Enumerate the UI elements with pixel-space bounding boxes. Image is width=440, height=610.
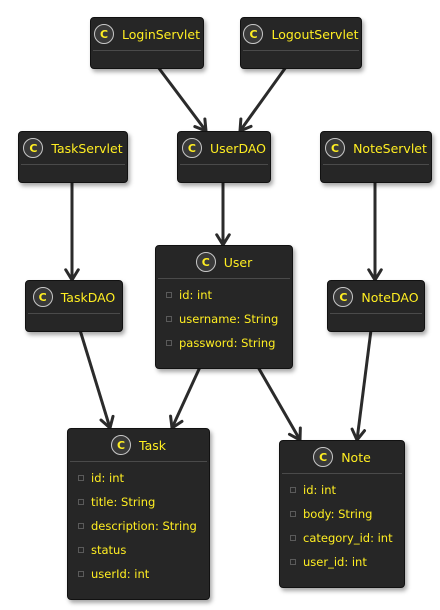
visibility-icon bbox=[78, 475, 84, 481]
class-attribute: password: String bbox=[156, 331, 292, 355]
edge-logout-servlet-to-user-dao bbox=[238, 66, 288, 132]
class-name: UserDAO bbox=[209, 140, 267, 156]
class-stereotype-icon: C bbox=[181, 138, 202, 158]
class-header: C NoteServlet bbox=[321, 132, 431, 164]
class-note-servlet[interactable]: C NoteServlet bbox=[320, 131, 432, 183]
class-fields-divider bbox=[21, 164, 125, 175]
class-name: LogoutServlet bbox=[271, 26, 359, 42]
class-fields-divider bbox=[243, 50, 359, 61]
class-header: C LoginServlet bbox=[91, 18, 203, 50]
edge-login-servlet-to-user-dao bbox=[156, 66, 208, 132]
class-task-servlet[interactable]: C TaskServlet bbox=[18, 131, 128, 183]
class-name: TaskServlet bbox=[51, 140, 123, 156]
class-name: User bbox=[223, 254, 253, 270]
class-stereotype-icon: C bbox=[94, 24, 115, 44]
class-attribute: id: int bbox=[156, 283, 292, 307]
class-stereotype-icon: C bbox=[325, 138, 346, 158]
visibility-icon bbox=[290, 511, 296, 517]
class-attribute: user_id: int bbox=[280, 550, 404, 574]
class-note-dao[interactable]: C NoteDAO bbox=[327, 280, 425, 332]
edge-note-dao-to-note bbox=[355, 329, 373, 441]
class-stereotype-icon: C bbox=[313, 447, 334, 467]
class-attribute: category_id: int bbox=[280, 526, 404, 550]
class-stereotype-icon: C bbox=[32, 287, 53, 307]
class-name: NoteDAO bbox=[361, 289, 419, 305]
class-header: C Task bbox=[68, 429, 209, 461]
class-fields-divider bbox=[180, 164, 268, 175]
class-header: C Note bbox=[280, 441, 404, 473]
class-note[interactable]: C Note id: int body: String category_id:… bbox=[279, 440, 405, 588]
class-user[interactable]: C User id: int username: String password… bbox=[155, 245, 293, 369]
visibility-icon bbox=[78, 499, 84, 505]
visibility-icon bbox=[78, 571, 84, 577]
class-attributes: id: int title: String description: Strin… bbox=[68, 462, 209, 590]
visibility-icon bbox=[290, 535, 296, 541]
class-attribute: id: int bbox=[68, 466, 209, 490]
class-attribute: id: int bbox=[280, 478, 404, 502]
visibility-icon bbox=[166, 316, 172, 322]
class-attribute: status bbox=[68, 538, 209, 562]
class-login-servlet[interactable]: C LoginServlet bbox=[90, 17, 204, 69]
edge-user-to-task bbox=[170, 366, 202, 429]
class-logout-servlet[interactable]: C LogoutServlet bbox=[240, 17, 362, 69]
class-user-dao[interactable]: C UserDAO bbox=[177, 131, 271, 183]
class-header-divider bbox=[70, 461, 207, 462]
edge-task-dao-to-task bbox=[78, 329, 112, 429]
class-header: C UserDAO bbox=[178, 132, 270, 164]
class-fields-divider bbox=[93, 50, 201, 61]
class-fields-divider bbox=[330, 313, 422, 324]
class-stereotype-icon: C bbox=[23, 138, 44, 158]
class-stereotype-icon: C bbox=[111, 435, 131, 455]
visibility-icon bbox=[166, 292, 172, 298]
class-task-dao[interactable]: C TaskDAO bbox=[25, 280, 123, 332]
class-header: C TaskServlet bbox=[19, 132, 127, 164]
class-attributes: id: int username: String password: Strin… bbox=[156, 279, 292, 359]
class-attribute: userId: int bbox=[68, 562, 209, 586]
class-fields-divider bbox=[323, 164, 429, 175]
class-attribute: body: String bbox=[280, 502, 404, 526]
class-name: Task bbox=[139, 437, 166, 453]
class-attribute: title: String bbox=[68, 490, 209, 514]
class-name: TaskDAO bbox=[60, 289, 116, 305]
class-attribute: description: String bbox=[68, 514, 209, 538]
class-attribute: username: String bbox=[156, 307, 292, 331]
class-name: NoteServlet bbox=[353, 140, 427, 156]
class-header-divider bbox=[158, 278, 290, 279]
class-header: C TaskDAO bbox=[26, 281, 122, 313]
class-task[interactable]: C Task id: int title: String description… bbox=[67, 428, 210, 600]
visibility-icon bbox=[78, 523, 84, 529]
visibility-icon bbox=[290, 559, 296, 565]
class-header: C User bbox=[156, 246, 292, 278]
class-fields-divider bbox=[28, 313, 120, 324]
visibility-icon bbox=[78, 547, 84, 553]
class-stereotype-icon: C bbox=[333, 287, 354, 307]
class-attributes: id: int body: String category_id: int us… bbox=[280, 474, 404, 578]
visibility-icon bbox=[166, 340, 172, 346]
edge-user-to-note bbox=[256, 366, 302, 441]
class-header-divider bbox=[282, 473, 402, 474]
class-header: C NoteDAO bbox=[328, 281, 424, 313]
class-name: LoginServlet bbox=[122, 26, 200, 42]
visibility-icon bbox=[290, 487, 296, 493]
class-stereotype-icon: C bbox=[195, 252, 216, 272]
class-name: Note bbox=[341, 449, 371, 465]
class-stereotype-icon: C bbox=[243, 24, 264, 44]
class-header: C LogoutServlet bbox=[241, 18, 361, 50]
